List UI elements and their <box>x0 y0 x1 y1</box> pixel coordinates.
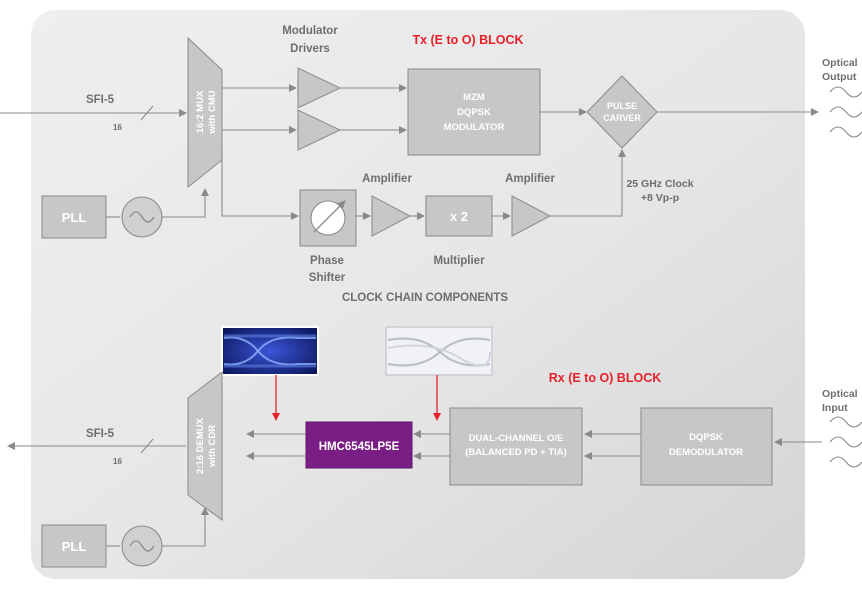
demux-block <box>187 370 223 521</box>
modulator-driver-2 <box>297 109 342 151</box>
pulse-carver-block <box>586 75 658 149</box>
oe-label-1: DUAL-CHANNEL O/E <box>469 433 564 444</box>
mzm-label-2: DQPSK <box>457 107 491 118</box>
hmc6545lp5e-box <box>305 421 413 469</box>
diagram-panel <box>29 8 807 581</box>
demod-label-1: DQPSK <box>689 432 723 443</box>
sfi5-top-label: SFI-5 <box>86 94 115 106</box>
bus-slash-top <box>140 105 154 121</box>
modulator-drivers-label-2: Drivers <box>290 43 330 55</box>
multiplier-box-label: x 2 <box>450 209 468 224</box>
amplifier-1 <box>371 195 412 237</box>
pulse-label-2: CARVER <box>603 113 641 123</box>
modulator-drivers-label-1: Modulator <box>282 25 338 37</box>
modulator-driver-1 <box>297 67 342 109</box>
bus-width-bottom: 16 <box>113 457 122 466</box>
sfi5-bottom-label: SFI-5 <box>86 428 115 440</box>
mzm-modulator-box <box>407 68 541 156</box>
mzm-label-1: MZM <box>463 92 485 103</box>
dual-channel-oe-box <box>449 407 583 486</box>
optical-wave-icon <box>829 86 862 138</box>
demux-label-2: with CDR <box>207 425 218 468</box>
rx-block-title: Rx (E to O) BLOCK <box>549 371 662 385</box>
amplifier-2 <box>511 195 552 237</box>
bus-width-top: 16 <box>113 123 122 132</box>
phase-shifter-icon <box>310 200 346 236</box>
mux-label-1: 16:2 MUX <box>195 90 206 133</box>
oscillator-wave <box>129 540 155 552</box>
optical-output-label-2: Output <box>822 71 857 83</box>
optical-input-label-2: Input <box>822 402 848 414</box>
hmc-label: HMC6545LP5E <box>319 441 400 453</box>
phase-shifter-label-1: Phase <box>310 255 344 267</box>
oscillator-wave <box>129 211 155 223</box>
eye-diagram-image-blue <box>221 326 319 376</box>
phase-shifter-label-2: Shifter <box>309 272 346 284</box>
pll-top-label: PLL <box>62 210 87 225</box>
oe-label-2: (BALANCED PD + TIA) <box>465 447 567 458</box>
multiplier-label: Multiplier <box>433 255 485 267</box>
pll-bottom-label: PLL <box>62 539 87 554</box>
pll-bottom-box <box>41 524 107 568</box>
mux-label-2: with CMU <box>207 90 218 134</box>
demod-label-2: DEMODULATOR <box>669 447 743 458</box>
clock-label-1: 25 GHz Clock <box>626 178 693 190</box>
multiplier-box <box>425 195 493 237</box>
amplifier-1-label: Amplifier <box>362 173 412 185</box>
demux-label-1: 2:16 DEMUX <box>195 417 206 474</box>
pll-top-box <box>41 195 107 239</box>
tx-block-title: Tx (E to O) BLOCK <box>412 33 523 47</box>
bus-slash-bottom <box>140 438 154 454</box>
amp2-to-pulse-wire <box>550 149 626 217</box>
optical-input-label-1: Optical <box>822 388 858 400</box>
pulse-label-1: PULSE <box>607 101 637 111</box>
osc-to-mux-wire <box>162 188 209 218</box>
mzm-label-3: MODULATOR <box>444 122 505 133</box>
eye-diagram-image-white <box>385 326 493 376</box>
osc-to-demux-wire <box>162 507 209 547</box>
optical-wave-icon <box>829 416 862 468</box>
clock-label-2: +8 Vp-p <box>641 192 679 204</box>
dqpsk-demodulator-box <box>640 407 773 486</box>
mux-to-phase-wire <box>221 150 299 220</box>
optical-output-label-1: Optical <box>822 57 858 69</box>
clock-chain-title: CLOCK CHAIN COMPONENTS <box>342 292 508 304</box>
amplifier-2-label: Amplifier <box>505 173 555 185</box>
